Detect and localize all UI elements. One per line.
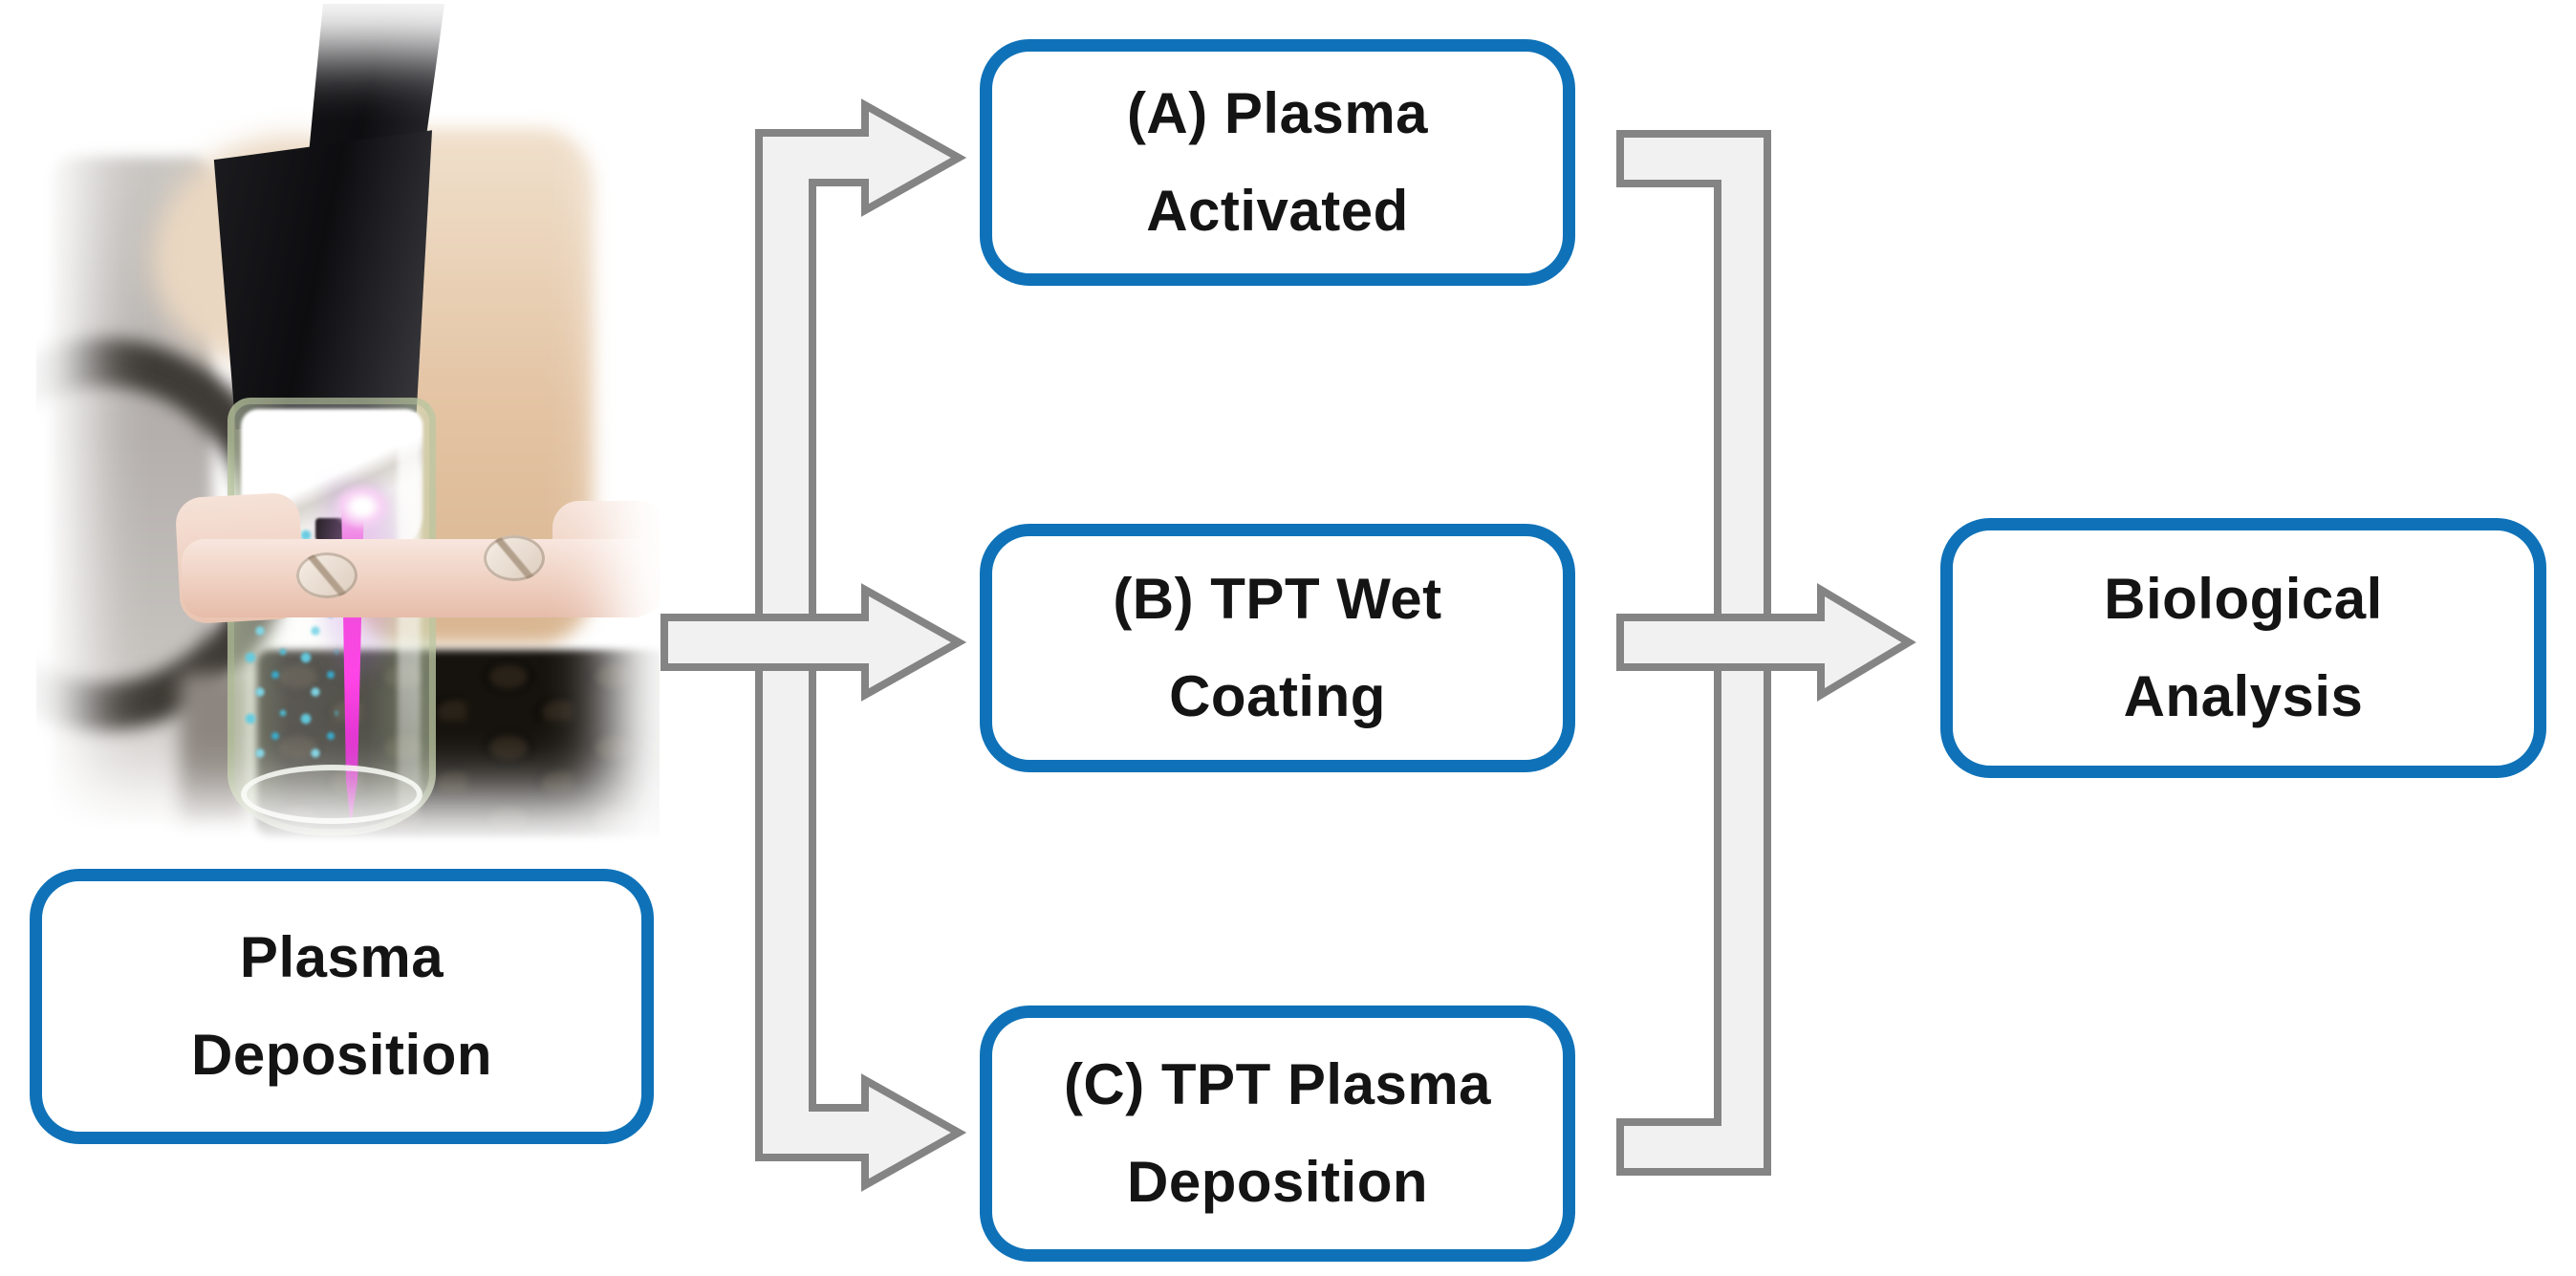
node-label-line: Coating xyxy=(1169,664,1386,728)
node-label-line: Biological xyxy=(2104,567,2383,631)
node-label-line: (B) TPT Wet xyxy=(1113,567,1442,631)
node-c-tpt-plasma-deposition: (C) TPT Plasma Deposition xyxy=(980,1006,1575,1262)
arrow-photo-to-b xyxy=(660,583,967,702)
node-label-line: Deposition xyxy=(191,1023,492,1087)
plasma-deposition-photo xyxy=(36,4,660,847)
photo-white-vignette xyxy=(36,4,660,847)
node-label-line: Analysis xyxy=(2123,664,2364,728)
node-plasma-deposition: Plasma Deposition xyxy=(30,869,654,1144)
node-label-line: Deposition xyxy=(1127,1150,1428,1214)
photo-clamp xyxy=(182,539,658,617)
photo-vial-bottom-rim xyxy=(241,765,422,824)
photo-plasma-hotspot xyxy=(333,484,392,530)
node-a-plasma-activated: (A) Plasma Activated xyxy=(980,39,1575,286)
photo-nozzle-cone xyxy=(213,130,433,430)
photo-clamp-screw-right xyxy=(484,535,545,581)
node-label-line: (C) TPT Plasma xyxy=(1063,1052,1492,1116)
node-biological-analysis: Biological Analysis xyxy=(1940,518,2546,778)
photo-clamp-screw-left xyxy=(296,552,357,598)
merge-connector xyxy=(1616,130,1771,1176)
node-label-line: Activated xyxy=(1146,179,1409,243)
node-label-line: Plasma xyxy=(239,925,444,989)
branch-split-connector xyxy=(755,98,967,1192)
node-label-line: (A) Plasma xyxy=(1126,81,1429,145)
node-b-tpt-wet-coating: (B) TPT Wet Coating xyxy=(980,524,1575,772)
arrow-b-to-analysis xyxy=(1616,582,1916,703)
